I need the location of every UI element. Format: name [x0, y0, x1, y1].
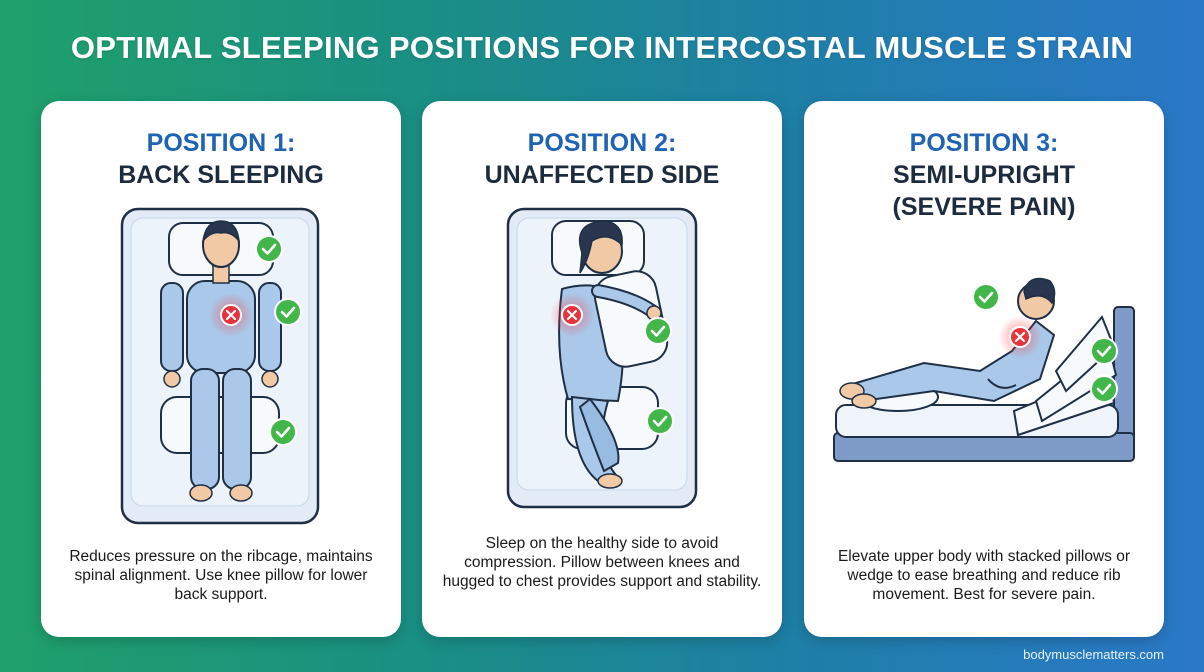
check-circle-icon [269, 418, 297, 446]
pain-marker [998, 315, 1042, 359]
check-circle-icon [1090, 337, 1118, 365]
position-number: POSITION 2: [527, 129, 677, 157]
back-sleeping-illustration [120, 207, 320, 525]
position-name: SEMI-UPRIGHT [893, 161, 1075, 189]
check-circle-icon [255, 235, 283, 263]
check-circle-icon [972, 283, 1000, 311]
bed [833, 306, 1135, 462]
check-circle-icon [646, 407, 674, 435]
check-circle-icon [1090, 375, 1118, 403]
card-heading: POSITION 3: SEMI-UPRIGHT (SEVERE PAIN) [804, 127, 1164, 223]
position-description: Elevate upper body with stacked pillows … [837, 548, 1131, 603]
check-circle-icon [644, 317, 672, 345]
position-description: Sleep on the healthy side to avoid compr… [442, 535, 762, 590]
card-heading: POSITION 2: UNAFFECTED SIDE [422, 127, 782, 191]
position-card-back: POSITION 1: BACK SLEEPING [41, 101, 401, 637]
card-heading: POSITION 1: BACK SLEEPING [41, 127, 401, 191]
position-number: POSITION 3: [909, 129, 1059, 157]
position-card-side: POSITION 2: UNAFFECTED SIDE [422, 101, 782, 637]
position-name-detail: (SEVERE PAIN) [892, 193, 1076, 221]
pain-marker [209, 293, 253, 337]
semi-upright-illustration [833, 277, 1135, 462]
position-number: POSITION 1: [146, 129, 296, 157]
check-circle-icon [274, 298, 302, 326]
pain-marker [550, 293, 594, 337]
source-credit: bodymusclematters.com [1023, 647, 1164, 662]
position-description: Reduces pressure on the ribcage, maintai… [69, 548, 373, 603]
side-sleeping-illustration [506, 207, 698, 509]
page-title: OPTIMAL SLEEPING POSITIONS FOR INTERCOST… [70, 30, 1134, 65]
position-name: UNAFFECTED SIDE [484, 161, 720, 189]
person-figure [839, 277, 1056, 409]
position-name: BACK SLEEPING [118, 161, 324, 189]
position-card-semi-upright: POSITION 3: SEMI-UPRIGHT (SEVERE PAIN) [804, 101, 1164, 637]
